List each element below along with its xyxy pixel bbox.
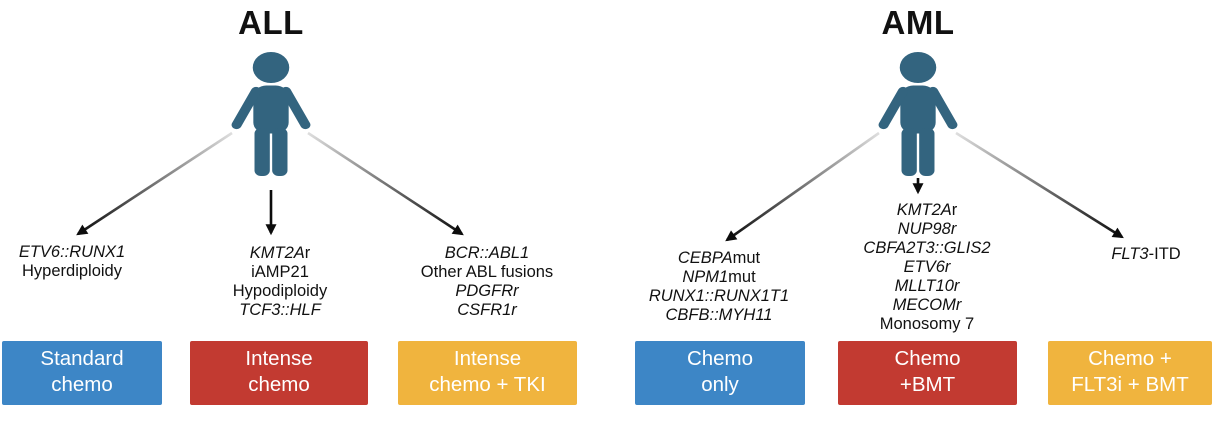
treatment-box-standard-chemo: Standard chemo <box>2 341 162 405</box>
gene-line: Hyperdiploidy <box>22 262 122 280</box>
treatment-label-line: Chemo + <box>1088 347 1172 370</box>
gene-line: NPM1mut <box>682 268 756 286</box>
treatment-label-line: Intense <box>453 347 522 370</box>
gene-line: NUP98r <box>897 220 957 238</box>
gene-line: iAMP21 <box>251 263 309 281</box>
gene-line: CEBPAmut <box>677 249 761 267</box>
treatment-label-line: Chemo <box>894 347 961 370</box>
gene-line: Monosomy 7 <box>879 315 975 333</box>
gene-line: BCR::ABL1 <box>444 244 530 262</box>
treatment-label-line: only <box>701 373 739 396</box>
gene-line: CBFA2T3::GLIS2 <box>863 239 991 257</box>
gene-line: KMT2Ar <box>896 201 958 219</box>
gene-line: CSFR1r <box>457 301 517 319</box>
patient-figure-icon-aml <box>876 52 960 176</box>
treatment-box-chemo-flt3i-bmt: Chemo + FLT3i + BMT <box>1048 341 1212 405</box>
section-title-all: ALL <box>238 4 304 41</box>
gene-line: ETV6r <box>903 258 951 276</box>
gene-line: Other ABL fusions <box>420 263 554 281</box>
treatment-label-line: FLT3i + BMT <box>1071 373 1189 396</box>
gene-line: ETV6::RUNX1 <box>18 243 126 261</box>
gene-line: FLT3-ITD <box>1111 245 1181 263</box>
gene-line: PDGFRr <box>455 282 519 300</box>
section-title-aml: AML <box>881 4 955 41</box>
arrow-all-right <box>307 131 464 236</box>
treatment-box-intense-chemo: Intense chemo <box>190 341 368 405</box>
gene-line: MLLT10r <box>894 277 960 295</box>
gene-line: MECOMr <box>892 296 962 314</box>
treatment-label-line: +BMT <box>899 373 956 396</box>
arrow-all-left <box>76 131 233 236</box>
treatment-label-line: Standard <box>40 347 124 370</box>
gene-line: TCF3::HLF <box>239 301 321 319</box>
treatment-label-line: chemo + TKI <box>429 373 546 396</box>
treatment-label-line: Intense <box>245 347 313 370</box>
gene-list-aml-flt3: FLT3-ITD <box>1111 245 1180 264</box>
gene-line: Hypodiploidy <box>232 282 328 300</box>
gene-line: RUNX1::RUNX1T1 <box>648 287 790 305</box>
treatment-box-intense-chemo-tki: Intense chemo + TKI <box>398 341 577 405</box>
treatment-label-line: chemo <box>51 373 113 396</box>
treatment-label-line: Chemo <box>686 347 754 370</box>
arrow-aml-left <box>725 131 880 242</box>
arrow-aml-right <box>955 131 1124 239</box>
patient-figure-icon-all <box>229 52 313 176</box>
treatment-label-line: chemo <box>248 373 310 396</box>
gene-line: KMT2Ar <box>249 244 311 262</box>
gene-line: CBFB::MYH11 <box>665 306 773 324</box>
treatment-box-chemo-only: Chemo only <box>635 341 805 405</box>
treatment-box-chemo-bmt: Chemo +BMT <box>838 341 1017 405</box>
